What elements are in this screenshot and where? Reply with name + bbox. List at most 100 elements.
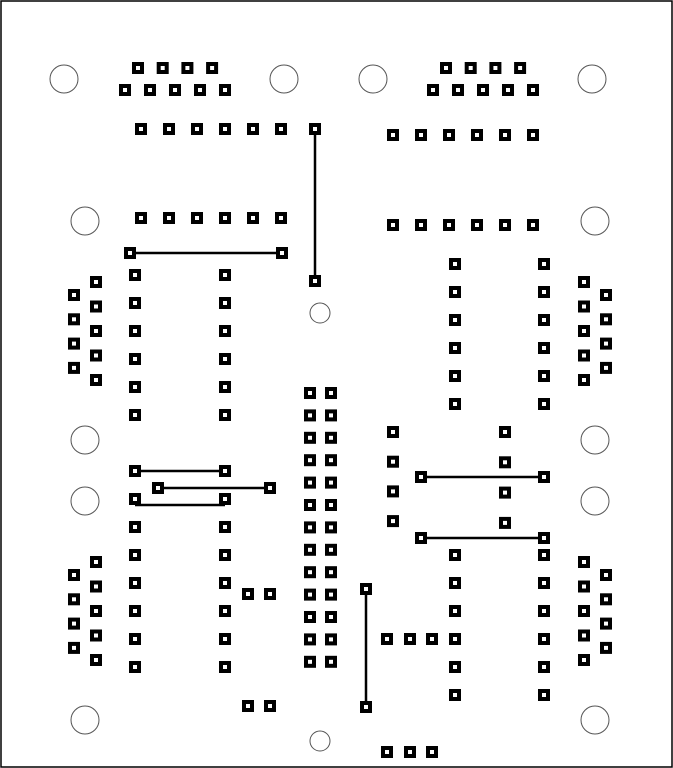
pad-drill <box>223 357 227 361</box>
pad-drill <box>133 553 137 557</box>
pad-drill <box>430 637 434 641</box>
pad-drill <box>223 525 227 529</box>
pad-drill <box>542 693 546 697</box>
pad-drill <box>604 645 608 650</box>
pad-drill <box>210 66 215 70</box>
pad-drill <box>582 609 586 613</box>
pad-drill <box>308 615 312 619</box>
mounting-hole <box>269 64 299 94</box>
pad-drill <box>279 216 283 220</box>
pad-drill <box>542 536 546 540</box>
pad-drill <box>456 88 460 92</box>
pad-drill <box>542 637 546 641</box>
pad-drill <box>167 127 171 131</box>
pad-drill <box>391 459 395 464</box>
pad-drill <box>582 633 586 638</box>
pad-drill <box>493 66 498 70</box>
pad-drill <box>391 489 395 494</box>
pad-drill <box>133 469 137 473</box>
pad-drill <box>531 133 535 137</box>
pad-drill <box>329 391 333 395</box>
pad-drill <box>160 66 165 70</box>
pad-drill <box>364 705 368 709</box>
pad-drill <box>503 490 507 495</box>
pad-drill <box>94 280 98 284</box>
pad-drill <box>128 251 132 255</box>
pad-drill <box>72 621 76 626</box>
pad-drill <box>431 88 435 92</box>
pad-drill <box>329 413 333 418</box>
pad-drill <box>582 584 586 589</box>
pad-drill <box>251 127 255 131</box>
pad-drill <box>308 637 312 642</box>
pad-drill <box>391 223 395 227</box>
mounting-hole <box>70 486 100 516</box>
pad-drill <box>475 133 479 137</box>
pad-drill <box>246 592 250 596</box>
pad-drill <box>503 460 507 465</box>
pad-drill <box>329 570 333 575</box>
pad-drill <box>133 273 137 277</box>
pad-drill <box>308 525 312 530</box>
pad-drill <box>542 665 546 669</box>
pad-drill <box>531 223 535 227</box>
pad-drill <box>133 329 137 333</box>
pad-drill <box>279 127 283 131</box>
pad-drill <box>582 304 586 309</box>
pad-drill <box>268 704 272 708</box>
pad-drill <box>582 353 586 358</box>
pad-drill <box>72 573 76 577</box>
pad-drill <box>308 435 312 440</box>
pad-drill <box>506 88 510 92</box>
pad-drill <box>167 216 171 220</box>
pad-drill <box>329 503 333 507</box>
pad-drill <box>72 293 76 297</box>
pad-drill <box>391 519 395 524</box>
pad-drill <box>133 497 137 501</box>
pad-drill <box>133 609 137 613</box>
pad-drill <box>94 560 98 564</box>
pad-drill <box>329 547 333 552</box>
pad-drill <box>604 573 608 577</box>
pad-drill <box>133 581 137 585</box>
pad-drill <box>391 430 395 434</box>
pad-drill <box>133 637 137 641</box>
pad-drill <box>542 346 546 350</box>
pad-drill <box>223 329 227 333</box>
pad-drill <box>173 88 177 92</box>
pad-drill <box>453 402 457 406</box>
pad-drill <box>419 223 423 227</box>
pad-drill <box>447 133 451 137</box>
pad-drill <box>72 341 76 346</box>
mounting-hole <box>70 425 100 455</box>
pad-drill <box>329 615 333 619</box>
pad-drill <box>223 385 227 389</box>
pad-drill <box>582 329 586 333</box>
pad-drill <box>430 750 434 754</box>
pad-drill <box>475 223 479 227</box>
pad-drill <box>94 304 98 309</box>
pad-drill <box>94 609 98 613</box>
mounting-hole <box>580 425 610 455</box>
mounting-hole <box>70 705 100 735</box>
pad-drill <box>133 665 137 669</box>
pad-drill <box>123 88 127 92</box>
pad-drill <box>329 480 333 485</box>
mounting-hole <box>580 486 610 516</box>
pad-drill <box>246 704 250 708</box>
pad-drill <box>329 525 333 530</box>
pad-drill <box>223 553 227 557</box>
pad-drill <box>223 637 227 641</box>
pad-drill <box>542 374 546 378</box>
pad-drill <box>604 341 608 346</box>
traces <box>130 129 544 707</box>
pad-drill <box>308 659 312 664</box>
pad-drill <box>453 581 457 585</box>
pad-drill <box>72 597 76 602</box>
pad-drill <box>94 378 98 382</box>
pad-drill <box>94 584 98 589</box>
pad-drill <box>268 486 272 490</box>
pad-drill <box>133 385 137 389</box>
pad-drill <box>139 216 143 220</box>
pad-drill <box>542 475 546 479</box>
